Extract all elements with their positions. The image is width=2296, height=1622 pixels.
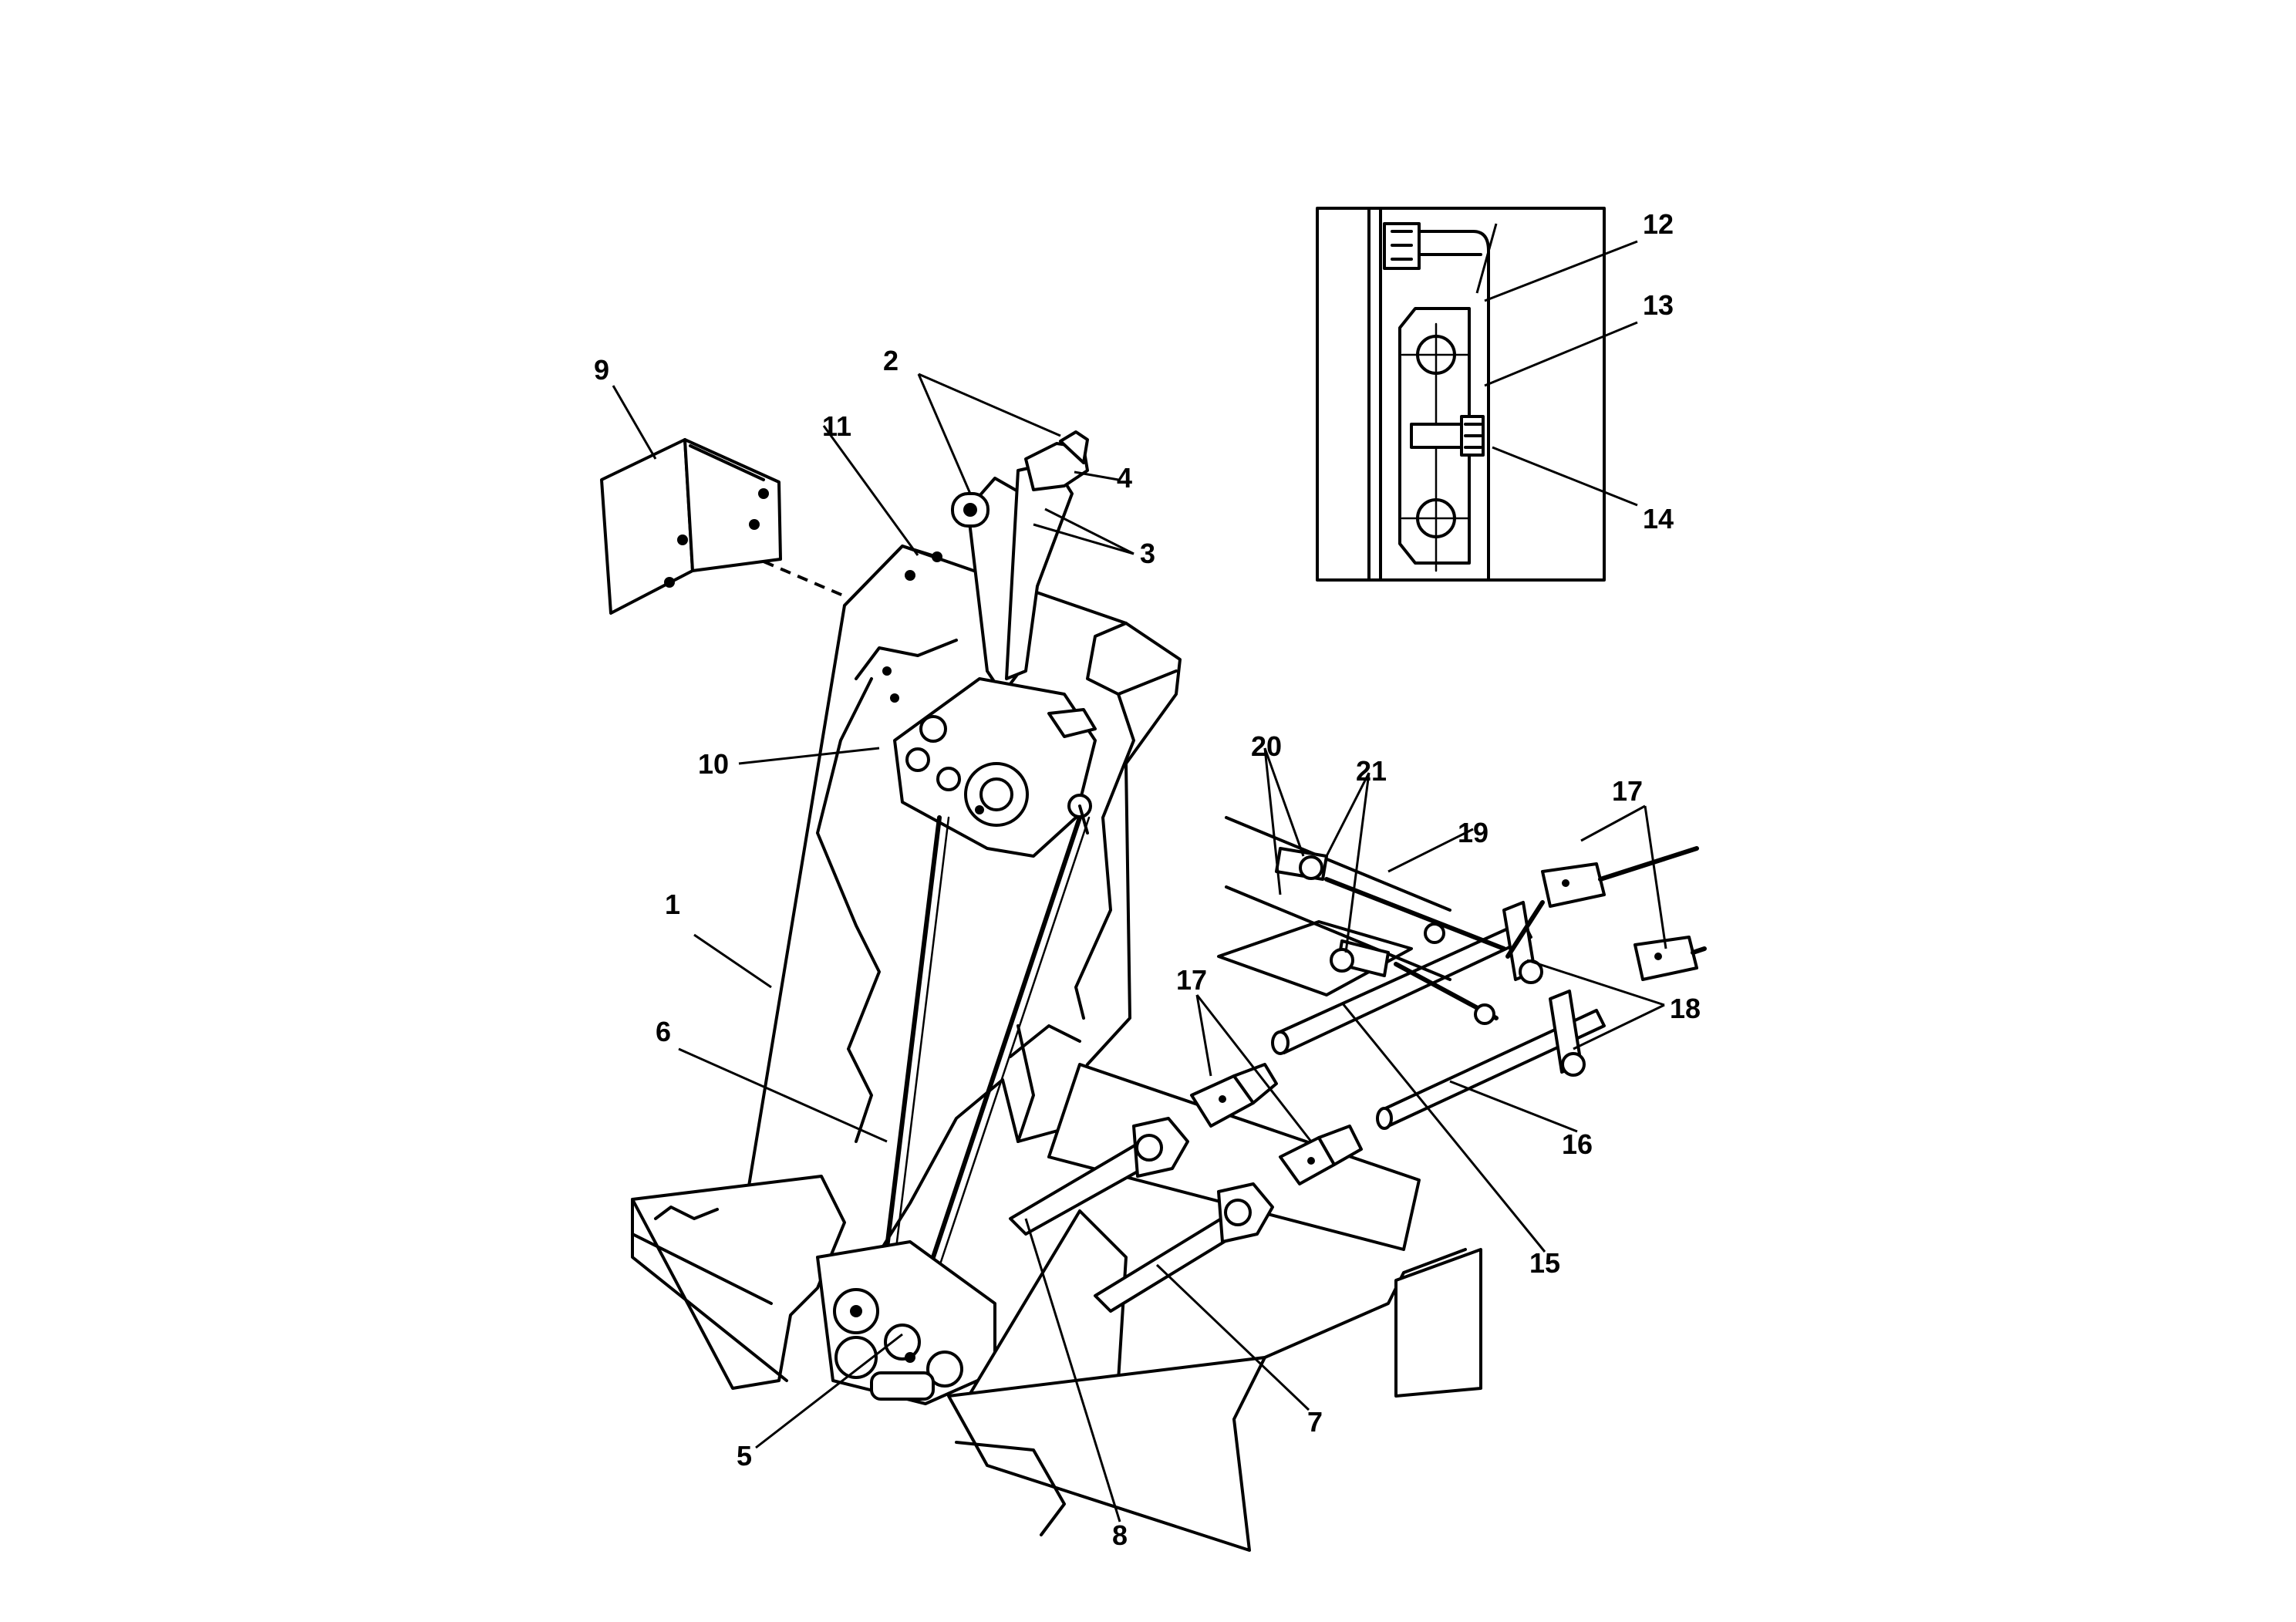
- callout-12: 12: [1643, 208, 1674, 240]
- callout-21: 21: [1356, 755, 1387, 787]
- callout-14: 14: [1643, 503, 1674, 534]
- callout-17-upper: 17: [1612, 775, 1643, 807]
- callout-2: 2: [883, 345, 899, 376]
- callout-6: 6: [656, 1016, 671, 1047]
- bushings-part-17-lower: [1190, 1063, 1363, 1185]
- callout-16: 16: [1562, 1128, 1593, 1160]
- callout-7: 7: [1307, 1406, 1323, 1438]
- callout-19: 19: [1458, 817, 1489, 848]
- callout-15: 15: [1529, 1247, 1560, 1279]
- callout-8: 8: [1112, 1519, 1128, 1551]
- rods-15-16: [1271, 920, 1606, 1130]
- callout-3: 3: [1140, 538, 1155, 569]
- callout-10: 10: [698, 748, 729, 780]
- right-frame-plate: [947, 1063, 1482, 1552]
- control-rods: [877, 804, 1091, 1329]
- callout-labels: 1 2 3 4 5 6 7 8 9 10 11 12 13 14 15 16 1…: [594, 208, 1701, 1551]
- bracket-part-9: [600, 438, 849, 615]
- callout-13: 13: [1643, 289, 1674, 321]
- leader-lines: [612, 223, 1667, 1523]
- callout-5: 5: [737, 1440, 752, 1472]
- callout-9: 9: [594, 354, 609, 386]
- callout-20: 20: [1251, 730, 1282, 762]
- lower-pivot-block: [816, 1240, 996, 1405]
- upper-linkage-19: [1217, 816, 1707, 1025]
- callout-18: 18: [1670, 993, 1701, 1024]
- control-lever-assembly: [893, 430, 1097, 858]
- left-frame-rail: [631, 1175, 846, 1390]
- callout-11: 11: [822, 410, 851, 442]
- inset-detail-box: [1316, 207, 1606, 582]
- callout-1: 1: [665, 889, 680, 920]
- shafts-7-8: [1009, 1117, 1274, 1313]
- callout-17-lower: 17: [1176, 964, 1207, 996]
- callout-4: 4: [1117, 462, 1132, 494]
